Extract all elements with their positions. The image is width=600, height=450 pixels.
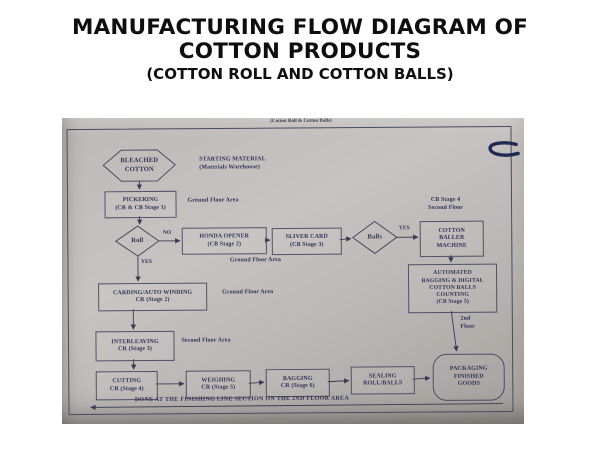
- label-ground-floor-2: Ground Floor Area: [229, 257, 281, 264]
- paperclip-icon: [488, 141, 520, 157]
- node-bleached-cotton: BLEACHED COTTON: [120, 157, 159, 173]
- label-yes-roll: YES: [140, 258, 153, 266]
- flowchart-border: [66, 125, 514, 416]
- flow-diagram-photo: (Cotton Roll & Cotton Balls): [62, 118, 524, 424]
- node-automated-bagging: AUTOMATED BAGGING & DIGITAL COTTON BALLS…: [407, 263, 498, 314]
- node-carding: CARDING/AUTO WINDING CR (Stage 2): [98, 282, 208, 312]
- label-2nd-floor: 2nd Floor: [460, 315, 475, 330]
- slide-title: MANUFACTURING FLOW DIAGRAM OF COTTON PRO…: [0, 15, 600, 84]
- label-yes-balls: YES: [398, 225, 410, 232]
- label-ground-floor-1: Ground Floor Area: [187, 197, 239, 204]
- node-cotton-baller: COTTON BALLER MACHINE: [419, 220, 484, 258]
- node-pickering: PICKERING (CR & CB Stage 1): [104, 190, 177, 219]
- node-bagging: BAGGING CR (Stage 6): [265, 368, 330, 398]
- node-honda-opener: HONDA OPENER (CB Stage 2): [181, 227, 267, 255]
- slide-subtitle: (COTTON ROLL AND COTTON BALLS): [146, 65, 454, 84]
- hexagon-bleached-cotton: [102, 149, 176, 182]
- label-cb-stage4: CB Stage 4 Second Floor: [428, 196, 464, 211]
- node-packaging: PACKAGING FINISHED GOODS: [432, 353, 505, 402]
- label-no: NO: [162, 229, 172, 236]
- node-sliver-card: SLIVER CARD (CB Stage 3): [271, 227, 342, 256]
- title-line-1: MANUFACTURING FLOW DIAGRAM OF: [72, 15, 528, 40]
- node-balls-decision: Balls: [367, 233, 383, 241]
- node-sealing: SEALING ROLL/BALLS: [350, 366, 415, 395]
- title-line-2: COTTON PRODUCTS: [178, 39, 422, 65]
- label-starting-material: STARTING MATERIAL (Materials Warehouse): [199, 156, 266, 171]
- node-interleaving: INTERLEAVING CR (Stage 3): [95, 330, 175, 362]
- node-roll-decision: Roll: [131, 236, 144, 245]
- label-ground-floor-3: Ground Floor Area: [222, 289, 274, 296]
- flowchart-lines-layer: [66, 125, 520, 416]
- node-weighing: WEIGHING CR (Stage 5): [185, 370, 251, 399]
- paper-sheet: (Cotton Roll & Cotton Balls): [62, 118, 524, 424]
- flow-arrows: [90, 181, 503, 411]
- diamond-balls: [352, 220, 398, 254]
- label-second-floor-area: Second Floor Area: [181, 337, 231, 344]
